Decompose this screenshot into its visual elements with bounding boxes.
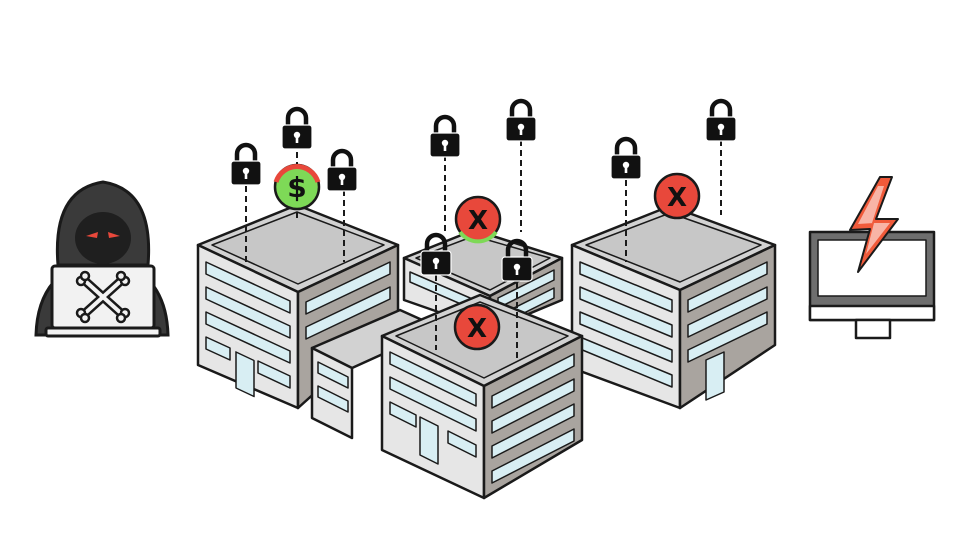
- x-symbol: X: [467, 314, 487, 344]
- lock-icon: [282, 109, 312, 149]
- x-symbol: X: [468, 206, 488, 236]
- x-symbol: X: [667, 183, 687, 213]
- lock-icon: [231, 145, 261, 185]
- building-right: [570, 204, 777, 410]
- lightning-bolt-icon: [849, 176, 899, 273]
- hacker-icon: [34, 180, 170, 338]
- lock-icon: [611, 139, 641, 179]
- monitor-icon: [808, 176, 936, 340]
- dollar-icon: $: [273, 163, 321, 211]
- x-mark-icon: X: [453, 303, 501, 351]
- hacker-eyes-icon: [86, 232, 120, 238]
- laptop-icon: [44, 264, 162, 338]
- crossbones-icon: [75, 270, 131, 324]
- lock-icon: [327, 151, 357, 191]
- lock-icon: [706, 101, 736, 141]
- dollar-symbol: $: [287, 171, 306, 204]
- x-mark-icon: X: [653, 172, 701, 220]
- lock-icon: [506, 101, 536, 141]
- lock-icon: [421, 235, 451, 275]
- building-left: [196, 203, 400, 410]
- lock-icon: [430, 117, 460, 157]
- x-mark-icon: X: [454, 195, 502, 244]
